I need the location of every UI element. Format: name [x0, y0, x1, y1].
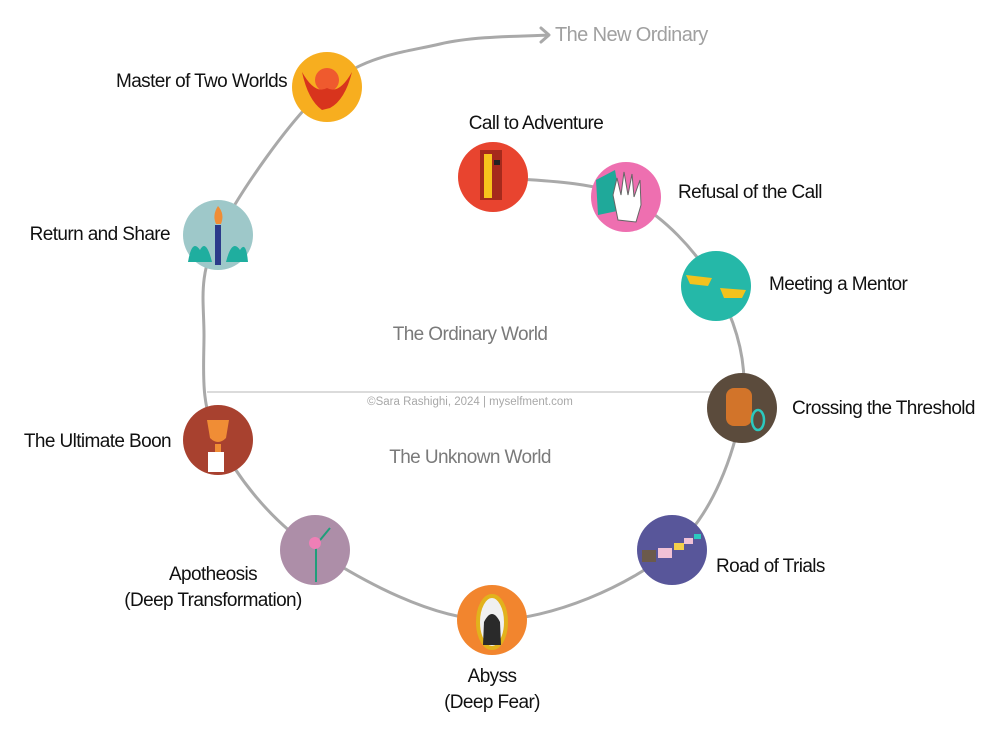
svg-text:(Deep Fear): (Deep Fear) [444, 692, 540, 713]
mirror-icon [476, 594, 508, 650]
stones-icon [642, 534, 701, 562]
stage-meeting-a-mentor: Meeting a Mentor [681, 251, 909, 321]
svg-text:Meeting a Mentor: Meeting a Mentor [769, 274, 909, 295]
phoenix-icon [302, 68, 352, 110]
stage-return-and-share: Return and Share [30, 200, 253, 270]
lock-icon [726, 388, 766, 432]
svg-text:The Ultimate Boon: The Ultimate Boon [24, 431, 171, 452]
door-icon [480, 150, 502, 200]
svg-text:Road of Trials: Road of Trials [716, 556, 825, 577]
copyright-text: ©Sara Rashighi, 2024 | myselfment.com [367, 396, 573, 408]
stage-ultimate-boon: The Ultimate Boon [24, 405, 253, 475]
svg-text:Return and Share: Return and Share [30, 224, 170, 245]
stage-road-of-trials: Road of Trials [637, 515, 826, 585]
arrow-head-icon [539, 26, 551, 44]
svg-text:Abyss: Abyss [468, 666, 517, 687]
svg-text:(Deep Transformation): (Deep Transformation) [124, 590, 302, 611]
torch-icon [188, 206, 248, 265]
stage-crossing-the-threshold: Crossing the Threshold [707, 373, 976, 443]
flower-icon [309, 527, 331, 582]
svg-text:Crossing the Threshold: Crossing the Threshold [792, 398, 975, 419]
svg-text:Apotheosis: Apotheosis [169, 564, 257, 585]
stage-master-of-two-worlds: Master of Two Worlds [116, 52, 362, 122]
ordinary-world-label: The Ordinary World [393, 324, 548, 345]
svg-text:Call to Adventure: Call to Adventure [469, 113, 604, 134]
stage-abyss: Abyss (Deep Fear) [444, 585, 541, 713]
stage-refusal-of-the-call: Refusal of the Call [591, 162, 822, 232]
svg-text:Master of Two Worlds: Master of Two Worlds [116, 71, 287, 92]
reaching-hands-icon [686, 275, 746, 298]
stage-apotheosis: Apotheosis (Deep Transformation) [124, 515, 350, 611]
unknown-world-label: The Unknown World [389, 447, 551, 468]
stage-call-to-adventure: Call to Adventure [458, 113, 604, 212]
new-ordinary-label: The New Ordinary [555, 24, 708, 46]
trophy-icon [207, 420, 229, 472]
svg-text:Refusal of the Call: Refusal of the Call [678, 182, 822, 203]
